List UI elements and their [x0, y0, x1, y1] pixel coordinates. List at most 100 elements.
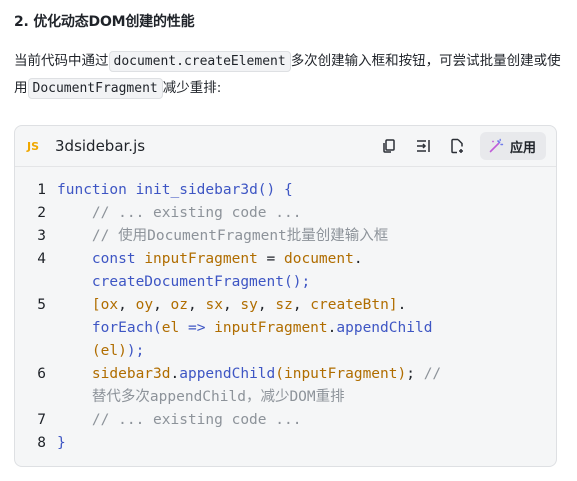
para-text-3: 减少重排: — [162, 80, 222, 96]
code-card: JS 3dsidebar.js — [14, 125, 557, 467]
code-token: createDocumentFragment — [91, 274, 284, 290]
code-token: 替代多次appendChild，减少DOM重排 — [57, 389, 345, 405]
line-number: 8 — [37, 435, 46, 451]
code-token: , — [188, 297, 206, 313]
insert-button[interactable] — [410, 133, 436, 159]
code-line: 3 // 使用DocumentFragment批量创建输入框 — [15, 225, 556, 248]
code-token: = — [257, 251, 285, 267]
code-token: init_sidebar3d — [135, 182, 258, 198]
code-text: function init_sidebar3d() { — [57, 179, 293, 202]
code-line: (el)); — [15, 340, 556, 363]
code-token: appendChild — [336, 320, 433, 336]
para-text-1: 当前代码中通过 — [14, 53, 109, 69]
code-text: sidebar3d.appendChild(inputFragment); // — [57, 363, 441, 386]
code-line: 1 function init_sidebar3d() { — [15, 179, 556, 202]
code-body: 1 function init_sidebar3d() { 2 // ... exi… — [15, 167, 556, 455]
code-token: sx — [205, 297, 223, 313]
code-token: // 使用DocumentFragment批量创建输入框 — [57, 228, 389, 244]
code-filename: 3dsidebar.js — [55, 137, 146, 155]
code-token — [57, 366, 92, 382]
code-line: 7 // ... existing code ... — [15, 409, 556, 432]
copy-button[interactable] — [376, 133, 402, 159]
line-number — [15, 271, 57, 294]
code-token: oy — [135, 297, 154, 313]
code-text: // 使用DocumentFragment批量创建输入框 — [57, 225, 388, 248]
code-token: , — [153, 297, 171, 313]
code-token: . — [353, 251, 363, 267]
insert-icon — [416, 140, 430, 152]
line-number: 4 — [37, 251, 46, 267]
line-number: 1 — [37, 182, 46, 198]
apply-button[interactable]: 应用 — [479, 132, 546, 160]
code-token — [57, 274, 92, 290]
code-token: oz — [170, 297, 188, 313]
code-token — [57, 297, 92, 313]
apply-magic-icon — [489, 138, 504, 153]
code-token: (); — [283, 274, 311, 290]
code-token: . — [170, 366, 180, 382]
line-number: 5 — [37, 297, 46, 313]
code-token: appendChild — [179, 366, 276, 382]
code-line: 4 const inputFragment = document. — [15, 248, 556, 271]
code-line: 5 [ox, oy, oz, sx, sy, sz, createBtn]. — [15, 294, 556, 317]
code-token: ); — [126, 343, 145, 359]
para-text-2: 多次创建输入框和按钮，可尝试批量创建或使用 — [14, 53, 561, 96]
code-line: createDocumentFragment(); — [15, 271, 556, 294]
code-text: } — [57, 432, 66, 455]
code-token: => — [179, 320, 215, 336]
code-token: // ... existing code ... — [57, 205, 302, 221]
code-token: // ... existing code ... — [57, 412, 302, 428]
code-line: 8} — [15, 432, 556, 455]
apply-label: 应用 — [509, 140, 536, 156]
code-token: // — [423, 366, 442, 382]
code-token: el — [161, 320, 180, 336]
code-token: forEach — [91, 320, 154, 336]
line-number: 6 — [37, 366, 46, 382]
code-token: ; — [406, 366, 424, 382]
code-text: 替代多次appendChild，减少DOM重排 — [57, 386, 345, 409]
code-token: ( — [153, 320, 162, 336]
code-text: // ... existing code ... — [57, 202, 302, 225]
code-token: const — [91, 251, 145, 267]
code-actions: 应用 — [368, 132, 546, 160]
code-token: sy — [240, 297, 258, 313]
line-number: 2 — [37, 205, 46, 221]
code-line: forEach(el => inputFragment.appendChild — [15, 317, 556, 340]
new-file-button[interactable] — [444, 133, 470, 159]
code-token: (inputFragment) — [275, 366, 407, 382]
code-token — [57, 251, 92, 267]
code-text: createDocumentFragment(); — [57, 271, 310, 294]
code-token: (el) — [91, 343, 127, 359]
code-token: . — [397, 297, 407, 313]
code-text: forEach(el => inputFragment.appendChild — [57, 317, 433, 340]
code-token: , — [118, 297, 136, 313]
code-line: 替代多次appendChild，减少DOM重排 — [15, 386, 556, 409]
line-number: 3 — [37, 228, 46, 244]
new-file-icon — [451, 138, 463, 154]
code-token: document — [284, 251, 354, 267]
code-token: function — [57, 182, 136, 198]
code-token: . — [327, 320, 337, 336]
inline-code-DocumentFragment: DocumentFragment — [27, 78, 163, 99]
code-token: sz — [275, 297, 293, 313]
code-token: () { — [257, 182, 293, 198]
code-token: , — [222, 297, 241, 313]
line-number — [15, 386, 57, 409]
code-token: } — [57, 435, 66, 451]
code-text: const inputFragment = document. — [57, 248, 363, 271]
code-token — [57, 320, 92, 336]
code-line: 6 sidebar3d.appendChild(inputFragment); … — [15, 363, 556, 386]
code-card-header: JS 3dsidebar.js — [15, 126, 556, 167]
code-text: [ox, oy, oz, sx, sy, sz, createBtn]. — [57, 294, 406, 317]
code-token: , — [292, 297, 311, 313]
line-number — [15, 317, 57, 340]
code-token: , — [257, 297, 276, 313]
code-token: [ox — [91, 297, 119, 313]
section-heading: 2. 优化动态DOM创建的性能 — [14, 14, 195, 30]
code-text: (el)); — [57, 340, 144, 363]
code-token: inputFragment — [214, 320, 328, 336]
code-token: createBtn] — [310, 297, 398, 313]
code-token: inputFragment — [144, 251, 258, 267]
inline-code-createElement: document.createElement — [108, 51, 291, 72]
